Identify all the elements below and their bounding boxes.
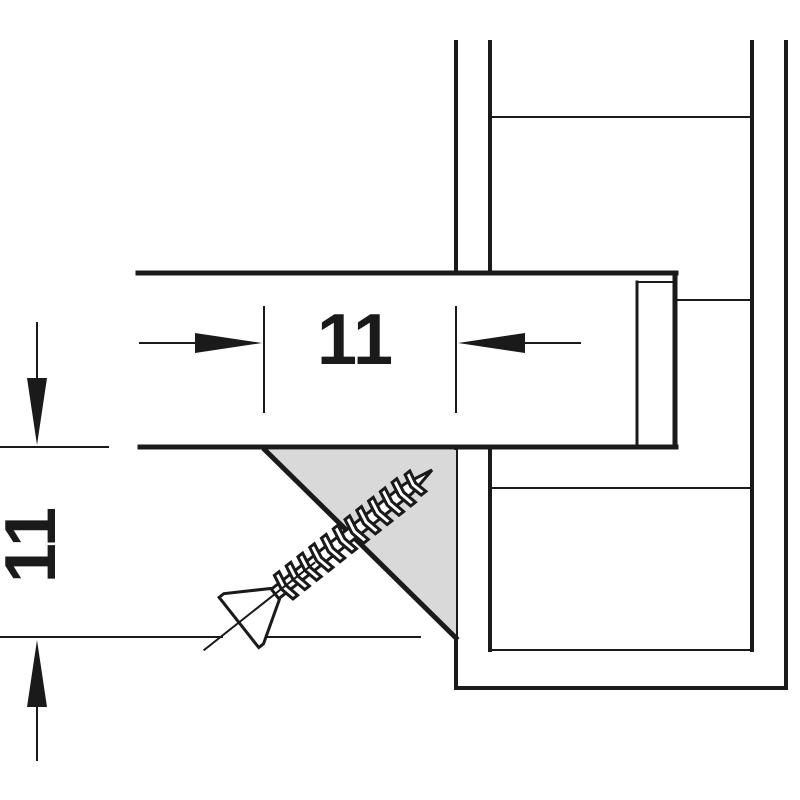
- screw-thread: [307, 541, 336, 573]
- screw-thread: [366, 494, 395, 527]
- dimension-arrow-icon: [195, 333, 262, 353]
- shelf-board: [135, 270, 679, 450]
- vertical-dimension-label: 11: [0, 507, 71, 583]
- screw-thread: [378, 485, 406, 518]
- screw-thread: [319, 532, 348, 564]
- dimension-arrow-icon: [27, 640, 47, 707]
- screw-thread: [354, 504, 383, 536]
- cabinet-inner-lines: [489, 116, 753, 651]
- screw-icon: [203, 468, 434, 652]
- screw-thread: [403, 468, 429, 497]
- horizontal-dimension-label: 11: [317, 300, 393, 380]
- screw-thread: [390, 476, 418, 508]
- dimension-arrow-icon: [27, 378, 47, 445]
- bracket-edge: [261, 446, 460, 642]
- screw-axis: [203, 561, 316, 652]
- screw-thread: [343, 513, 371, 546]
- dimension-arrow-icon: [458, 333, 525, 353]
- cabinet-side-profile: [454, 40, 788, 690]
- screw-thread: [331, 522, 359, 555]
